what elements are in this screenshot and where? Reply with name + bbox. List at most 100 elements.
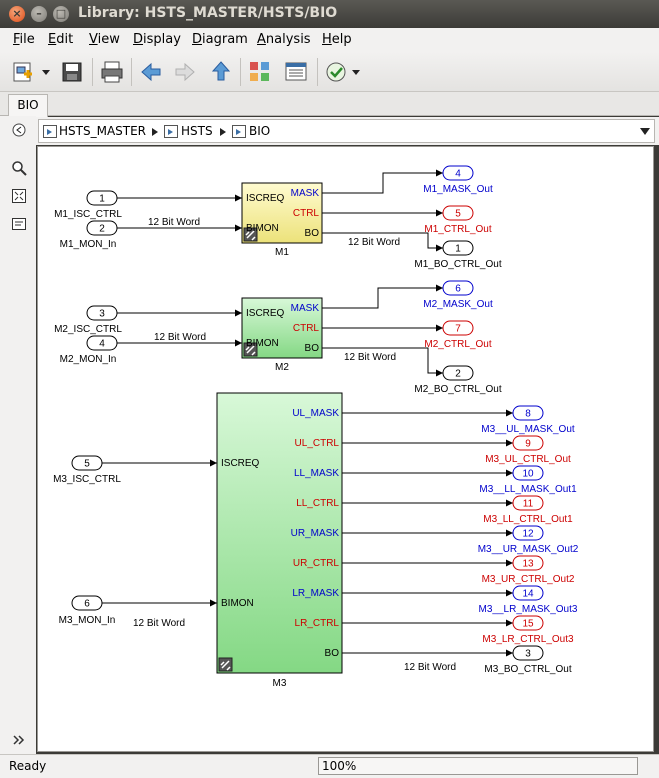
- left-toolbar: [0, 116, 36, 754]
- outport-block[interactable]: [512, 645, 544, 661]
- arrow-head-icon: [506, 499, 513, 507]
- signal-label: 12 Bit Word: [148, 217, 200, 228]
- breadcrumb-item-hsts[interactable]: HSTS: [181, 124, 213, 138]
- outport-label: M2_MASK_Out: [423, 299, 493, 310]
- forward-button[interactable]: [172, 58, 198, 86]
- subsystem-icon: [164, 125, 178, 138]
- outport-block[interactable]: [512, 555, 544, 571]
- subsystem-block-m1[interactable]: [241, 182, 323, 244]
- annotation-icon[interactable]: [11, 216, 27, 232]
- block-port-label: ISCREQ: [246, 308, 285, 319]
- signal-line[interactable]: [322, 347, 443, 374]
- outport-block[interactable]: [442, 240, 474, 256]
- maximize-window-button[interactable]: □: [53, 6, 69, 22]
- signal-line[interactable]: [322, 287, 443, 309]
- chevron-right-icon: [220, 128, 226, 136]
- breadcrumb-item-bio[interactable]: BIO: [249, 124, 271, 138]
- port-number: 1: [99, 194, 105, 205]
- subsystem-block-m3[interactable]: [216, 392, 343, 674]
- signal-line[interactable]: [322, 172, 443, 194]
- minimize-window-button[interactable]: –: [31, 6, 47, 22]
- block-port-label: BO: [325, 648, 340, 659]
- inport-label: M1_ISC_CTRL: [54, 209, 122, 220]
- arrow-head-icon: [436, 284, 443, 292]
- up-button[interactable]: [208, 58, 234, 86]
- port-number: 10: [522, 469, 534, 480]
- block-diagram[interactable]: ISCREQBIMONM1MASKCTRLBO1M1_ISC_CTRL2M1_M…: [38, 147, 653, 751]
- title-bar: × – □ Library: HSTS_MASTER/HSTS/BIO: [0, 0, 659, 28]
- toolbar-separator: [92, 58, 93, 86]
- breadcrumb-item-hsts-master[interactable]: HSTS_MASTER: [59, 124, 147, 138]
- outport-block[interactable]: [442, 365, 474, 381]
- arrow-head-icon: [235, 224, 242, 232]
- outport-block[interactable]: [512, 405, 544, 421]
- menu-view[interactable]: View: [89, 32, 120, 47]
- block-port-label: UL_MASK: [292, 408, 339, 419]
- save-button[interactable]: [60, 58, 84, 86]
- signal-line[interactable]: [322, 232, 443, 249]
- block-port-label: BO: [305, 228, 320, 239]
- check-model-button[interactable]: [324, 58, 368, 86]
- expand-toolbar-icon[interactable]: [11, 732, 27, 748]
- outport-label: M3__UR_MASK_Out2: [478, 544, 579, 555]
- menu-edit[interactable]: Edit: [48, 32, 74, 47]
- menu-help[interactable]: Help: [322, 32, 352, 47]
- outport-block[interactable]: [512, 495, 544, 511]
- hide-browser-icon[interactable]: [11, 122, 27, 138]
- menu-display[interactable]: Display: [133, 32, 181, 47]
- port-number: 9: [525, 439, 531, 450]
- outport-block[interactable]: [512, 465, 544, 481]
- outport-block[interactable]: [512, 435, 544, 451]
- block-port-label: CTRL: [293, 323, 320, 334]
- port-number: 1: [455, 244, 461, 255]
- port-number: 8: [525, 409, 531, 420]
- block-port-label: LR_CTRL: [295, 618, 340, 629]
- library-browser-button[interactable]: [247, 58, 273, 86]
- status-bar: Ready 100%: [0, 754, 659, 778]
- port-number: 11: [523, 499, 534, 510]
- check-icon: [330, 67, 343, 78]
- block-port-label: UL_CTRL: [295, 438, 340, 449]
- outport-label: M2_BO_CTRL_Out: [414, 384, 501, 395]
- menu-file[interactable]: File: [13, 32, 35, 47]
- outport-block[interactable]: [442, 320, 474, 336]
- inport-label: M1_MON_In: [60, 239, 117, 250]
- block-port-label: MASK: [291, 303, 320, 314]
- outport-label: M3__LR_MASK_Out3: [479, 604, 578, 615]
- outport-label: M3__UL_MASK_Out: [481, 424, 575, 435]
- arrow-head-icon: [506, 559, 513, 567]
- arrow-head-icon: [235, 339, 242, 347]
- arrow-head-icon: [436, 369, 443, 377]
- block-port-label: ISCREQ: [221, 458, 260, 469]
- outport-block[interactable]: [512, 525, 544, 541]
- back-button[interactable]: [138, 58, 164, 86]
- subsystem-icon: [232, 125, 246, 138]
- outport-block[interactable]: [442, 280, 474, 296]
- port-number: 2: [99, 224, 105, 235]
- new-model-button[interactable]: [10, 58, 54, 86]
- port-number: 2: [455, 369, 461, 380]
- chevron-down-icon[interactable]: [640, 128, 650, 136]
- menu-diagram[interactable]: Diagram: [192, 32, 248, 47]
- model-explorer-button[interactable]: [283, 58, 309, 86]
- outport-block[interactable]: [512, 585, 544, 601]
- outport-label: M3_UR_CTRL_Out2: [482, 574, 575, 585]
- block-port-label: MASK: [291, 188, 320, 199]
- outport-label: M3_LL_CTRL_Out1: [483, 514, 573, 525]
- arrow-head-icon: [506, 619, 513, 627]
- outport-block[interactable]: [442, 165, 474, 181]
- print-button[interactable]: [99, 58, 125, 86]
- breadcrumb: HSTS_MASTER HSTS BIO: [38, 119, 655, 143]
- outport-label: M3_LR_CTRL_Out3: [482, 634, 574, 645]
- port-number: 4: [99, 339, 105, 350]
- outport-block[interactable]: [442, 205, 474, 221]
- block-name: M1: [275, 247, 289, 258]
- arrow-head-icon: [235, 309, 242, 317]
- fit-to-view-icon[interactable]: [11, 188, 27, 204]
- tab-bio[interactable]: BIO: [8, 94, 48, 117]
- outport-block[interactable]: [512, 615, 544, 631]
- close-window-button[interactable]: ×: [9, 6, 25, 22]
- menu-analysis[interactable]: Analysis: [257, 32, 311, 47]
- zoom-icon[interactable]: [11, 160, 27, 176]
